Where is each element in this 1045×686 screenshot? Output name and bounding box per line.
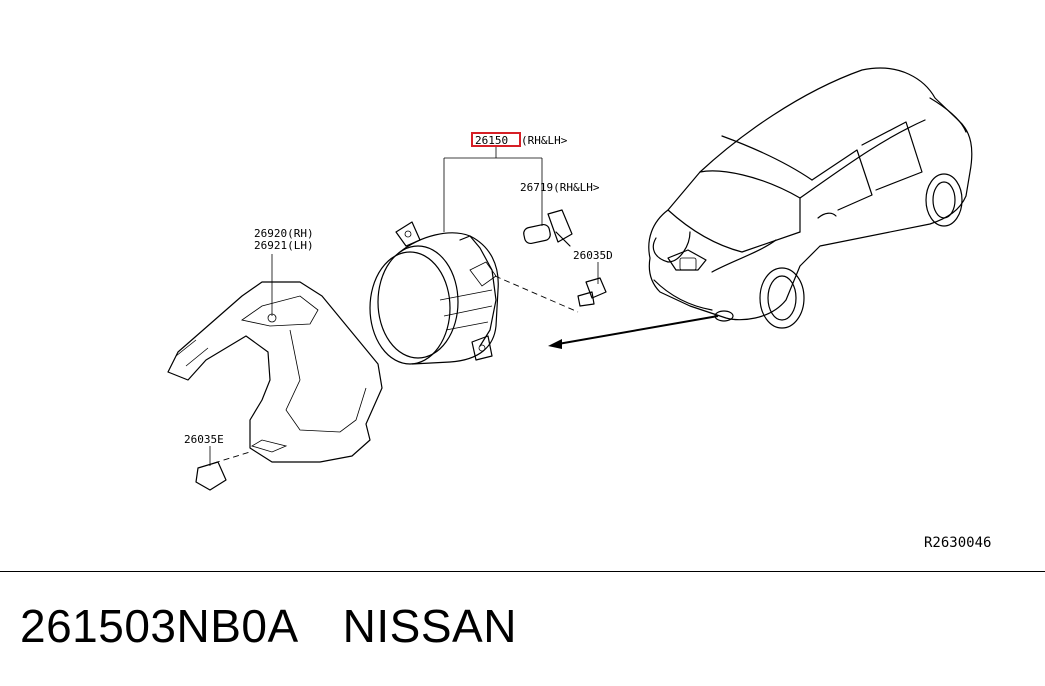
reference-code: R2630046 bbox=[924, 535, 991, 551]
callout-clip-e[interactable]: 26035E bbox=[184, 433, 224, 446]
callout-main-part[interactable]: 26150 bbox=[475, 134, 508, 147]
callout-bracket-rh[interactable]: 26920(RH) bbox=[254, 227, 314, 240]
clip-26035e bbox=[195, 461, 227, 491]
fog-lamp-assembly bbox=[369, 221, 499, 365]
part-number-caption: 261503NB0A bbox=[20, 600, 299, 652]
callout-main-suffix: (RH&LH> bbox=[521, 134, 568, 147]
callout-screw-d[interactable]: 26035D bbox=[573, 249, 613, 262]
part-highlight-box bbox=[471, 132, 521, 147]
location-arrow bbox=[213, 275, 719, 464]
divider-line bbox=[0, 571, 1045, 572]
callout-bulb[interactable]: 26719(RH&LH> bbox=[520, 181, 600, 194]
brand-caption: NISSAN bbox=[342, 600, 517, 652]
car-illustration bbox=[648, 67, 973, 329]
bracket-26920 bbox=[167, 281, 383, 463]
fog-bulb bbox=[523, 209, 573, 247]
callout-leaders bbox=[209, 145, 599, 466]
parts-diagram: 26150 (RH&LH> 26719(RH&LH> 26920(RH) 269… bbox=[167, 67, 991, 551]
callout-bracket-lh[interactable]: 26921(LH) bbox=[254, 239, 314, 252]
screw-26035d bbox=[577, 277, 607, 307]
caption: 261503NB0A NISSAN bbox=[20, 596, 517, 656]
